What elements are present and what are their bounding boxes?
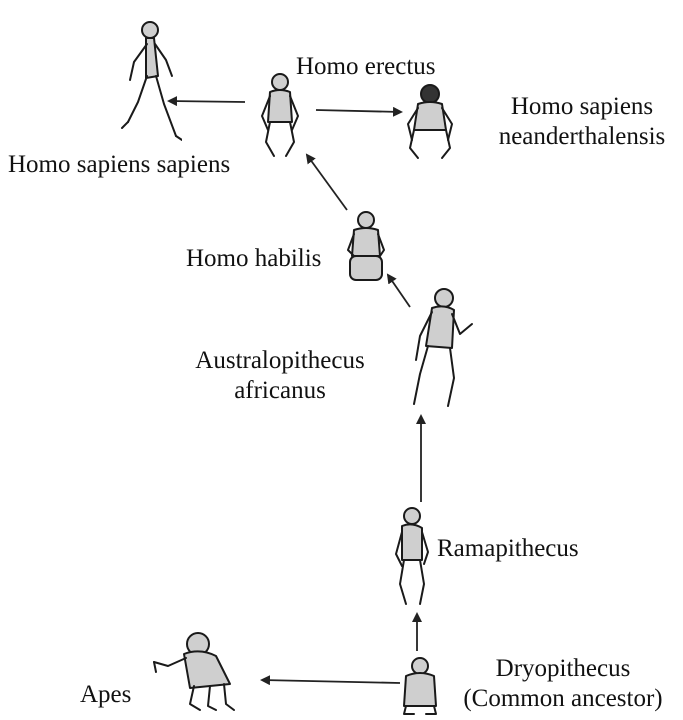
ape-icon [150, 628, 242, 714]
label-neanderthal-line2: neanderthalensis [484, 122, 680, 152]
crouching-human-icon [256, 72, 304, 160]
arrow-erectus-to-neanderthal [316, 110, 401, 112]
standing-hominid-icon [402, 286, 478, 412]
arrow-habilis-to-erectus [307, 155, 347, 210]
label-homo-habilis: Homo habilis [186, 244, 321, 274]
label-dryopithecus: Dryopithecus (Common ancestor) [450, 654, 676, 714]
crouching-neanderthal-icon [404, 82, 456, 162]
label-australopithecus-line1: Australopithecus [180, 346, 380, 376]
sitting-hominid-icon [344, 210, 388, 286]
label-australopithecus-line2: africanus [180, 376, 380, 406]
label-apes: Apes [80, 680, 131, 710]
label-neanderthal: Homo sapiens neanderthalensis [484, 92, 680, 152]
label-ramapithecus: Ramapithecus [437, 534, 579, 564]
walking-primate-icon [390, 506, 436, 610]
arrow-dryopithecus-to-apes [262, 680, 400, 683]
label-dryopithecus-line1: Dryopithecus [450, 654, 676, 684]
label-homo-erectus: Homo erectus [296, 52, 436, 82]
label-australopithecus: Australopithecus africanus [180, 346, 380, 406]
label-homo-sapiens-sapiens: Homo sapiens sapiens [8, 150, 230, 180]
sitting-primate-icon [400, 656, 440, 718]
label-dryopithecus-line2: (Common ancestor) [450, 684, 676, 714]
running-human-icon [120, 18, 182, 148]
label-neanderthal-line1: Homo sapiens [484, 92, 680, 122]
